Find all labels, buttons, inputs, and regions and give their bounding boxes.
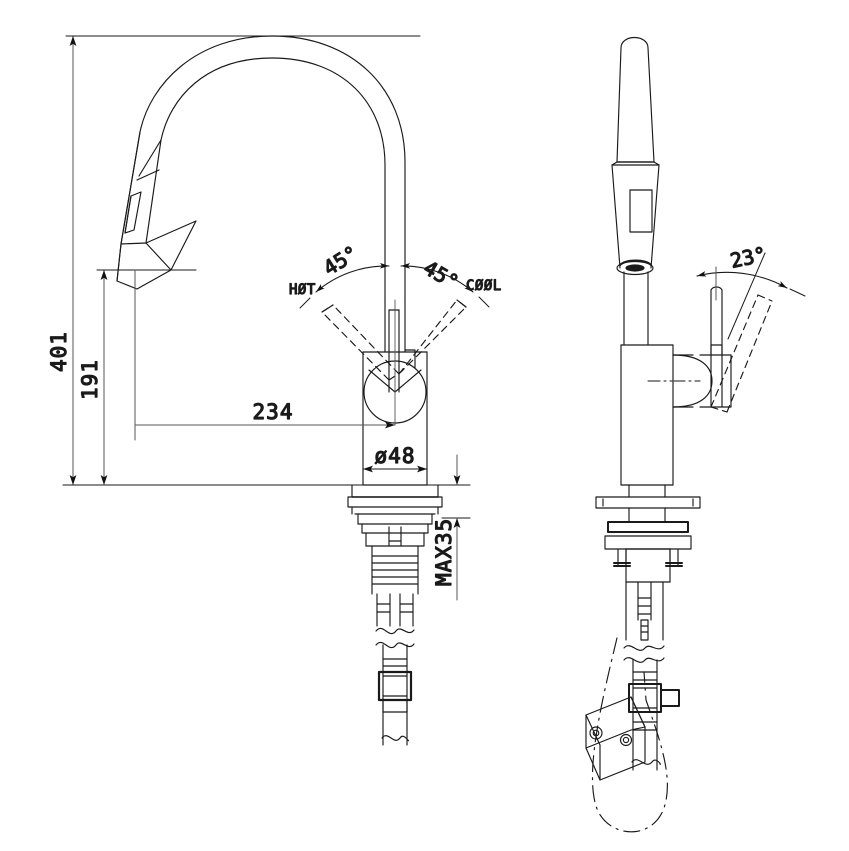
faucet-neck-front [623, 271, 649, 346]
angle-23-label: 23° [728, 242, 768, 273]
dimension-234-label: 234 [253, 400, 294, 424]
deck-mounting-assembly-left [347, 484, 443, 746]
angle-dimension-23 [696, 252, 806, 340]
faucet-body-front [620, 286, 732, 486]
dimension-max35-label: MAX35 [432, 518, 456, 586]
dimension-diameter-48-label: ø48 [375, 444, 416, 468]
angle-45-hot-label: 45° [319, 241, 362, 280]
dimension-max35-deck-thickness [437, 454, 471, 601]
handle-swing-positions [321, 299, 467, 381]
angle-dimension-arcs-45 [299, 262, 490, 309]
dimension-191-spout-height [96, 269, 197, 486]
deck-mounting-assembly-right [585, 484, 701, 781]
hot-label: HØT [289, 282, 316, 298]
handle-swing-tip-solid [321, 299, 467, 313]
right-view-front-elevation: 23° [585, 36, 806, 833]
dimension-191-label: 191 [78, 359, 102, 400]
angle-45-cool-label: 45° [420, 256, 463, 295]
cool-label: CØØL [466, 278, 502, 294]
dimension-401-label: 401 [47, 331, 71, 372]
pulldown-hose-travel-path [591, 637, 668, 833]
lever-raised-position-dashed [710, 294, 773, 413]
dimension-234-spout-reach [134, 269, 396, 441]
left-view-side-elevation: 401 191 234 ø48 [46, 35, 502, 746]
spray-head-front [611, 36, 660, 276]
dimension-401-overall-height [62, 35, 461, 486]
